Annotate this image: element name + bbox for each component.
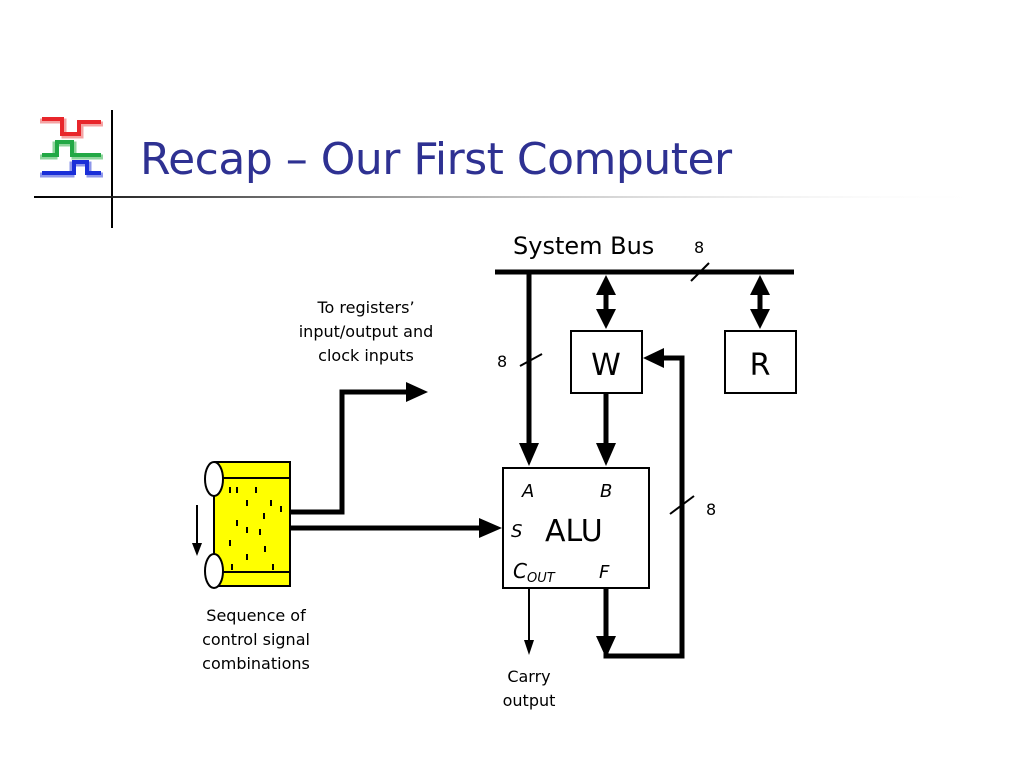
bus-r-arrow-up xyxy=(750,275,770,295)
alu-select-label: S xyxy=(511,521,522,542)
registers-note-line-1: To registers’ xyxy=(316,298,414,317)
slide-title: Recap – Our First Computer xyxy=(140,134,732,185)
control-tape-icon xyxy=(204,461,291,589)
registers-note-line-3: clock inputs xyxy=(318,346,414,365)
carry-output-arrowhead xyxy=(524,640,534,655)
bus-width-label: 8 xyxy=(694,238,704,257)
tape-caption-line-2: control signal xyxy=(202,630,310,649)
alu-input-a-label: A xyxy=(521,481,534,502)
system-bus-label: System Bus xyxy=(513,232,654,260)
register-r-box xyxy=(724,330,797,394)
bus-w-arrow-down xyxy=(596,309,616,329)
register-w-box xyxy=(570,330,643,394)
alu-a-arrowhead xyxy=(519,443,539,466)
control-to-alu-arrowhead xyxy=(479,518,502,538)
carry-caption-line-2: output xyxy=(503,691,556,710)
alu-label: ALU xyxy=(545,514,603,549)
register-r-label: R xyxy=(750,348,771,383)
register-w-label: W xyxy=(591,348,621,383)
control-to-registers-wire xyxy=(291,389,408,515)
alu-carry-label: COUT xyxy=(513,559,556,586)
tape-direction-arrowhead xyxy=(192,543,202,556)
carry-caption-line-1: Carry xyxy=(507,667,550,686)
feedback-width-label: 8 xyxy=(706,500,716,519)
alu-b-arrowhead xyxy=(596,443,616,466)
logo-icon xyxy=(40,117,103,178)
alu-output-f-label: F xyxy=(599,562,610,583)
feedback-arrowhead-down xyxy=(596,636,616,658)
alu-input-b-label: B xyxy=(600,481,612,502)
tape-caption-line-1: Sequence of xyxy=(206,606,306,625)
feedback-wire xyxy=(603,355,685,659)
title-horizontal-rule xyxy=(34,196,994,198)
bus-width-slash xyxy=(690,262,710,282)
bus-w-arrow-up xyxy=(596,275,616,295)
left-bus-width-slash xyxy=(519,353,543,367)
feedback-width-slash xyxy=(669,495,695,515)
tape-caption-line-3: combinations xyxy=(202,654,310,673)
left-bus-width-label: 8 xyxy=(497,352,507,371)
bus-r-arrow-down xyxy=(750,309,770,329)
control-to-registers-arrowhead xyxy=(406,382,428,402)
feedback-arrowhead-w xyxy=(643,348,664,368)
registers-note-line-2: input/output and xyxy=(299,322,434,341)
alu-box xyxy=(502,467,650,589)
